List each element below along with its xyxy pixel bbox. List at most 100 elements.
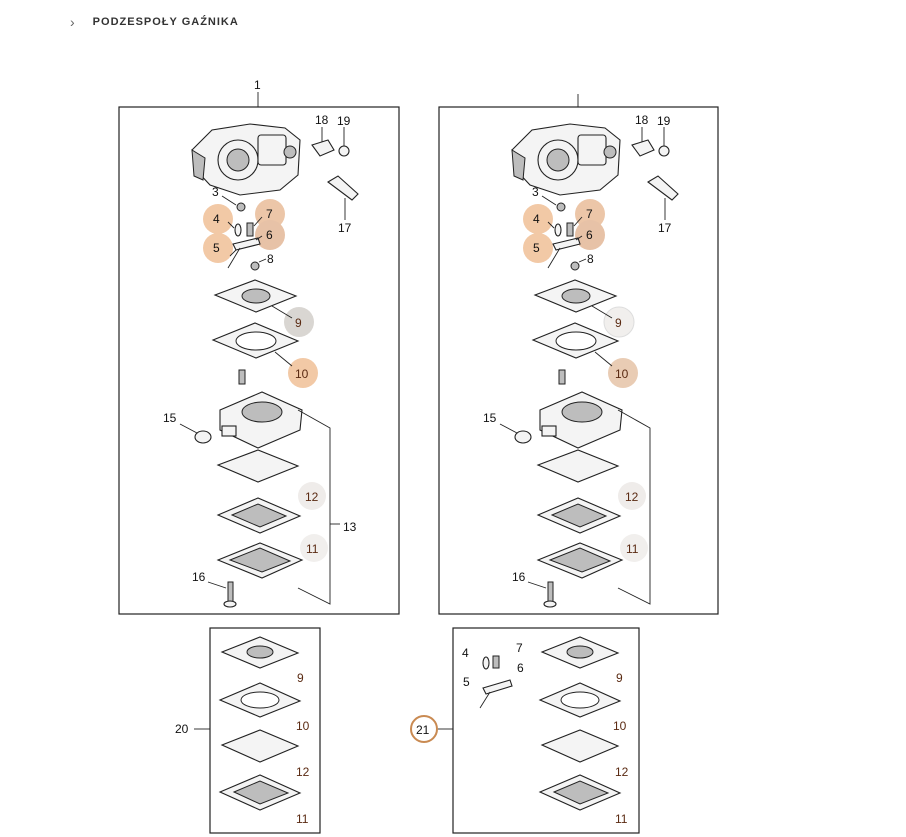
part-19[interactable]	[338, 145, 350, 157]
label-11: 11	[306, 542, 319, 556]
label-4: 4	[213, 212, 220, 226]
kit21-part-6[interactable]	[482, 679, 513, 695]
kit-21-panel: 21 4 7 6 5 9 10 12 11	[410, 627, 640, 834]
label-12-right: 12	[625, 490, 639, 504]
kit-20-frame	[209, 627, 321, 834]
label-17-right: 17	[658, 221, 672, 235]
label-8: 8	[267, 252, 274, 266]
part-6-right[interactable]	[552, 237, 581, 251]
kit21-part-12[interactable]	[540, 729, 620, 763]
kit21-label-4: 4	[462, 646, 469, 660]
highlight-9-right	[603, 306, 635, 338]
label-8-right: 8	[587, 252, 594, 266]
part-17[interactable]	[327, 175, 359, 201]
label-7: 7	[266, 207, 273, 221]
kit-21-label: 21	[416, 723, 430, 737]
label-5-right: 5	[533, 241, 540, 255]
kit20-label-9: 9	[297, 671, 304, 685]
part-6[interactable]	[232, 237, 261, 251]
part-12-right[interactable]	[536, 449, 620, 483]
pump-cover[interactable]	[219, 391, 303, 449]
highlight-4-right	[523, 204, 553, 234]
part-3-right[interactable]	[556, 202, 566, 212]
part-17-right[interactable]	[647, 175, 679, 201]
kit20-label-10: 10	[296, 719, 310, 733]
kit21-label-11: 11	[615, 812, 628, 826]
highlight-9	[284, 307, 314, 337]
label-3: 3	[212, 185, 219, 199]
kit20-part-12[interactable]	[220, 729, 300, 763]
part-3[interactable]	[236, 202, 246, 212]
highlight-5-right	[523, 233, 553, 263]
label-16: 16	[192, 570, 206, 584]
kit21-part-4[interactable]	[482, 656, 490, 670]
part-5[interactable]	[227, 247, 241, 269]
kit20-label-11: 11	[296, 812, 309, 826]
highlight-10-right	[608, 358, 638, 388]
highlight-12	[298, 482, 326, 510]
part-18[interactable]	[311, 139, 335, 157]
label-17: 17	[338, 221, 352, 235]
part-12[interactable]	[216, 449, 300, 483]
part-8-right[interactable]	[570, 261, 580, 271]
label-11-right: 11	[626, 542, 639, 556]
highlight-11	[300, 534, 328, 562]
kit21-label-12: 12	[615, 765, 629, 779]
label-9-right: 9	[615, 316, 622, 330]
right-panel-frame	[438, 106, 719, 615]
kit21-label-7: 7	[516, 641, 523, 655]
chevron-right-icon[interactable]: ›	[70, 14, 75, 30]
part-18-right[interactable]	[631, 139, 655, 157]
label-16-right: 16	[512, 570, 526, 584]
carburetor-body[interactable]	[191, 123, 301, 196]
label-19-right: 19	[657, 114, 671, 128]
kit21-label-6: 6	[517, 661, 524, 675]
highlight-5	[203, 233, 233, 263]
part-7-right[interactable]	[566, 222, 574, 237]
kit21-part-7[interactable]	[492, 655, 500, 669]
kit-21-frame	[452, 627, 640, 834]
carburetor-body-right[interactable]	[511, 123, 621, 196]
highlight-6-right	[575, 220, 605, 250]
part-4[interactable]	[234, 223, 242, 237]
kit21-label-10: 10	[613, 719, 627, 733]
highlight-11-right	[620, 534, 648, 562]
part-5-right[interactable]	[547, 247, 561, 269]
label-19: 19	[337, 114, 351, 128]
left-panel-frame	[118, 106, 400, 615]
part-7[interactable]	[246, 222, 254, 237]
cover-screw[interactable]	[238, 369, 246, 385]
label-12: 12	[305, 490, 319, 504]
kit-20-label: 20	[175, 722, 189, 736]
label-5: 5	[213, 241, 220, 255]
breadcrumb: › PODZESPOŁY GAŹNIKA	[70, 14, 239, 30]
label-9: 9	[295, 316, 302, 330]
label-7-right: 7	[586, 207, 593, 221]
highlight-4	[203, 204, 233, 234]
part-15-right[interactable]	[514, 430, 532, 444]
part-4-right[interactable]	[554, 223, 562, 237]
left-panel: 1 18 19 17	[118, 78, 400, 615]
label-18: 18	[315, 113, 329, 127]
kit21-label-5: 5	[463, 675, 470, 689]
label-13: 13	[343, 520, 357, 534]
kit20-label-12: 12	[296, 765, 310, 779]
assembly-label-1: 1	[254, 78, 261, 92]
highlight-6	[255, 220, 285, 250]
label-15: 15	[163, 411, 177, 425]
right-panel: 18 19 17 3 4 5 7 6 8 9 10	[438, 94, 719, 615]
kit21-part-5[interactable]	[479, 691, 491, 709]
label-4-right: 4	[533, 212, 540, 226]
label-15-right: 15	[483, 411, 497, 425]
pump-cover-right[interactable]	[539, 391, 623, 449]
part-8[interactable]	[250, 261, 260, 271]
page-title: PODZESPOŁY GAŹNIKA	[92, 16, 239, 28]
label-6-right: 6	[586, 228, 593, 242]
label-10: 10	[295, 367, 309, 381]
part-15[interactable]	[194, 430, 212, 444]
cover-screw-right[interactable]	[558, 369, 566, 385]
part-19-right[interactable]	[658, 145, 670, 157]
label-18-right: 18	[635, 113, 649, 127]
highlight-12-right	[618, 482, 646, 510]
